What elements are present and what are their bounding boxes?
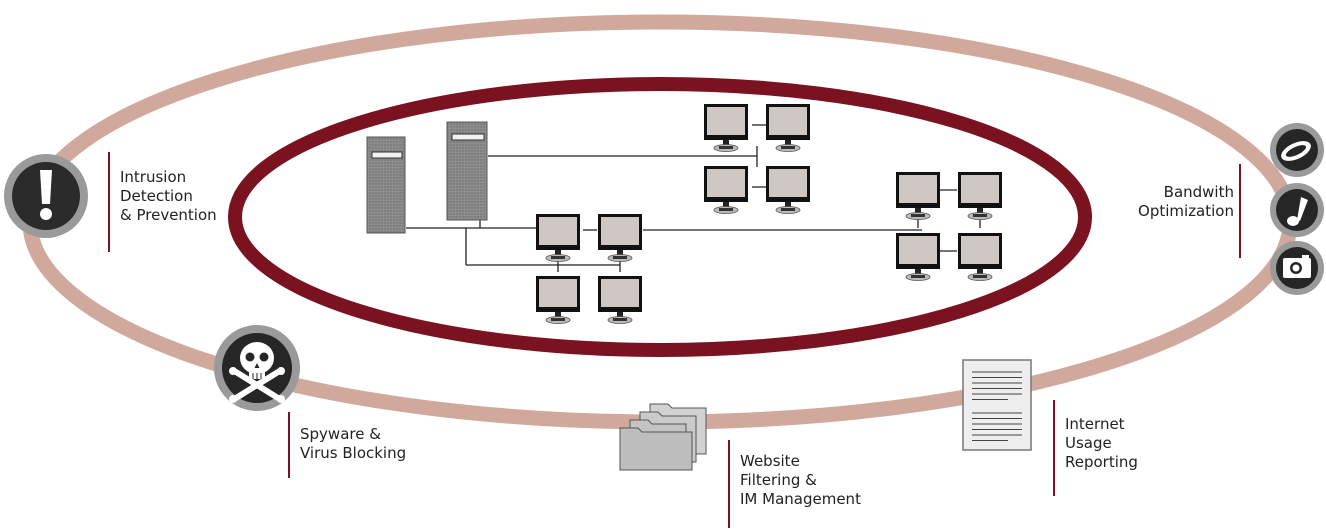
monitor-icon xyxy=(896,233,940,281)
server-icon xyxy=(366,136,406,234)
monitor-icon xyxy=(536,276,580,324)
exclamation-icon xyxy=(4,154,88,238)
skull-crossbones-icon xyxy=(214,325,300,411)
monitor-icon xyxy=(598,276,642,324)
website-accent-bar xyxy=(728,440,730,528)
bandwidth-accent-bar xyxy=(1239,164,1241,258)
workstations xyxy=(536,104,1002,324)
server-icon xyxy=(446,121,488,221)
spyware-label: Spyware & Virus Blocking xyxy=(300,425,407,462)
monitor-icon xyxy=(704,166,748,214)
monitor-icon xyxy=(598,214,642,262)
camera-icon xyxy=(1270,241,1324,295)
inner-ring xyxy=(228,77,1092,357)
reporting-label: Internet Usage Reporting xyxy=(1065,415,1138,471)
folders-icon xyxy=(619,403,707,471)
monitor-icon xyxy=(896,172,940,220)
film-reel-icon xyxy=(1270,123,1324,177)
website-label: Website Filtering & IM Management xyxy=(740,452,861,508)
spyware-accent-bar xyxy=(288,412,290,478)
monitor-icon xyxy=(704,104,748,152)
monitor-icon xyxy=(766,166,810,214)
intrusion-accent-bar xyxy=(108,152,110,252)
network-connections xyxy=(406,124,981,272)
monitor-icon xyxy=(958,172,1002,220)
bandwidth-label: Bandwith Optimization xyxy=(1138,183,1234,220)
document-icon xyxy=(962,359,1032,451)
intrusion-label: Intrusion Detection & Prevention xyxy=(120,168,217,224)
monitor-icon xyxy=(766,104,810,152)
monitor-icon xyxy=(536,214,580,262)
monitor-icon xyxy=(958,233,1002,281)
reporting-accent-bar xyxy=(1053,400,1055,496)
music-note-icon xyxy=(1270,183,1324,237)
